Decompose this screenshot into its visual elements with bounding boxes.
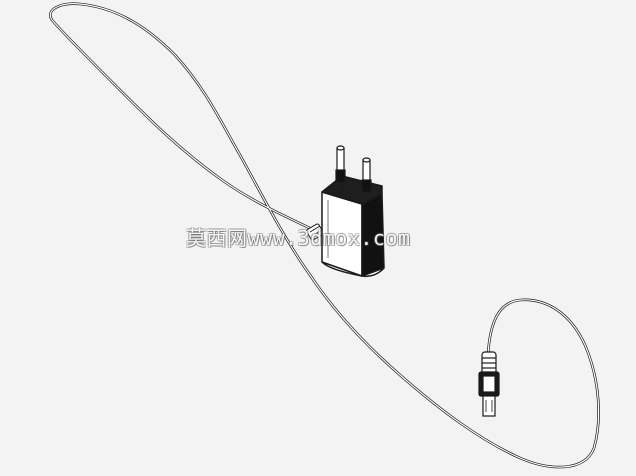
usb-connector bbox=[478, 351, 500, 417]
connector-plug-tip bbox=[482, 395, 496, 417]
cable bbox=[49, 2, 600, 469]
charger-body bbox=[321, 175, 385, 278]
charger-side-face bbox=[361, 193, 385, 277]
pin-left bbox=[335, 145, 346, 183]
plug-pins bbox=[335, 145, 372, 193]
cable-inner-highlight bbox=[49, 3, 600, 468]
strain-relief-charger bbox=[306, 223, 324, 241]
charger-bottom-edge bbox=[321, 261, 385, 278]
pin-right bbox=[361, 157, 372, 193]
